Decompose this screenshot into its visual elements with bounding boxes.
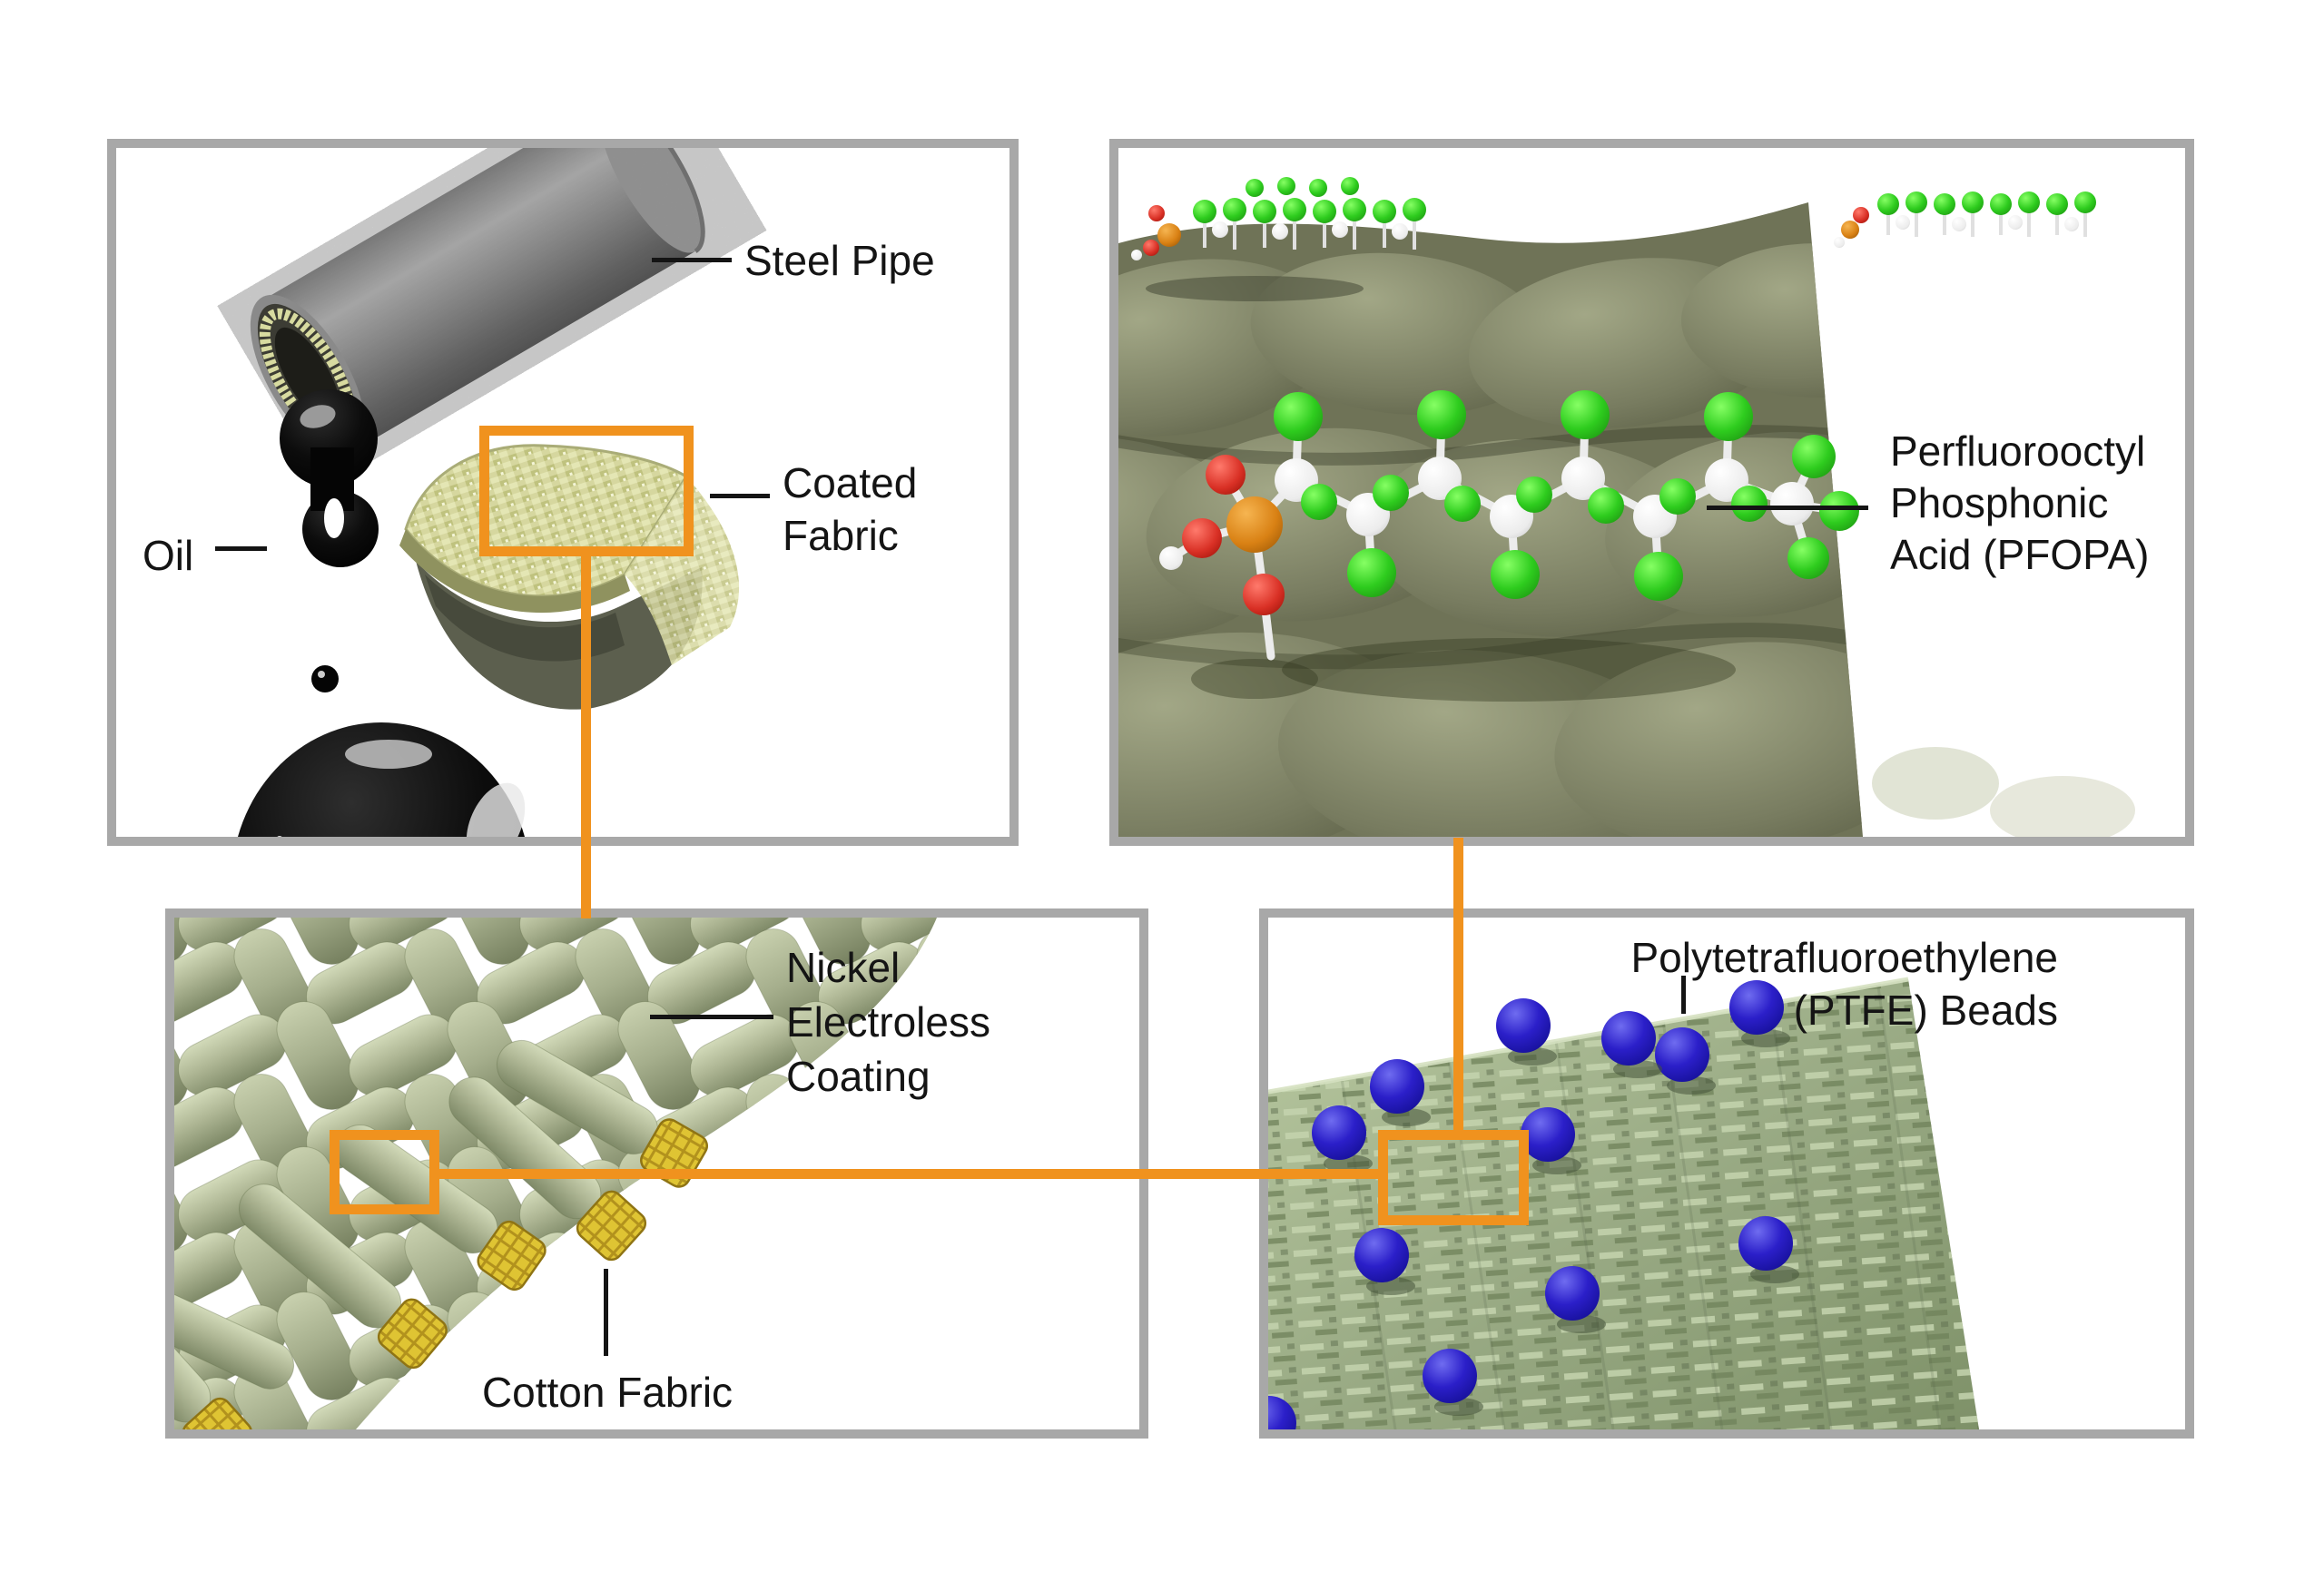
zoom-box-weave	[330, 1130, 439, 1214]
panel-steel-pipe	[107, 139, 1019, 846]
label-coated-fabric: Coated Fabric	[783, 459, 918, 559]
label-nickel-coating: Nickel Electroless Coating	[786, 944, 990, 1100]
coated-fabric-sheet	[404, 444, 689, 598]
label-ptfe-beads: Polytetrafluoroethylene (PTFE) Beads	[1630, 934, 2058, 1034]
zoom-connector-left	[581, 550, 591, 918]
pointer-ptfe-beads	[1681, 976, 1686, 1014]
oil-droplets	[280, 389, 379, 692]
zoom-connector-right	[1453, 838, 1463, 1137]
pointer-cotton-fabric	[604, 1269, 608, 1356]
pfopa-molecule	[1159, 390, 1859, 661]
pointer-steel-pipe	[652, 258, 732, 262]
pointer-oil	[215, 546, 267, 551]
pointer-coated-fabric	[710, 494, 770, 498]
oil-pool	[238, 722, 526, 837]
pointer-nickel-coating	[650, 1015, 773, 1019]
zoom-box-coated-fabric	[479, 426, 694, 556]
label-steel-pipe: Steel Pipe	[744, 237, 935, 284]
label-oil: Oil	[143, 532, 194, 579]
zoom-box-beads	[1378, 1130, 1529, 1225]
steel-pipe-body	[250, 148, 721, 457]
background-molecules	[1131, 177, 2096, 260]
label-pfopa: Perfluorooctyl Phosphonic Acid (PFOPA)	[1890, 427, 2150, 578]
ptfe-beads-illustration	[1268, 977, 1979, 1429]
ptfe-bead-group	[1268, 980, 1799, 1429]
zoom-connector-horizontal	[434, 1169, 1384, 1179]
label-cotton-fabric: Cotton Fabric	[481, 1369, 734, 1416]
panel-ptfe-beads	[1259, 908, 2194, 1439]
pointer-pfopa	[1707, 506, 1868, 510]
nickel-weave-illustration	[174, 918, 937, 1429]
steel-pipe-illustration	[238, 148, 740, 837]
panel-pfopa-molecule	[1109, 139, 2194, 846]
yarn-ends	[174, 1040, 708, 1429]
pfopa-molecule-illustration	[1118, 177, 2135, 837]
